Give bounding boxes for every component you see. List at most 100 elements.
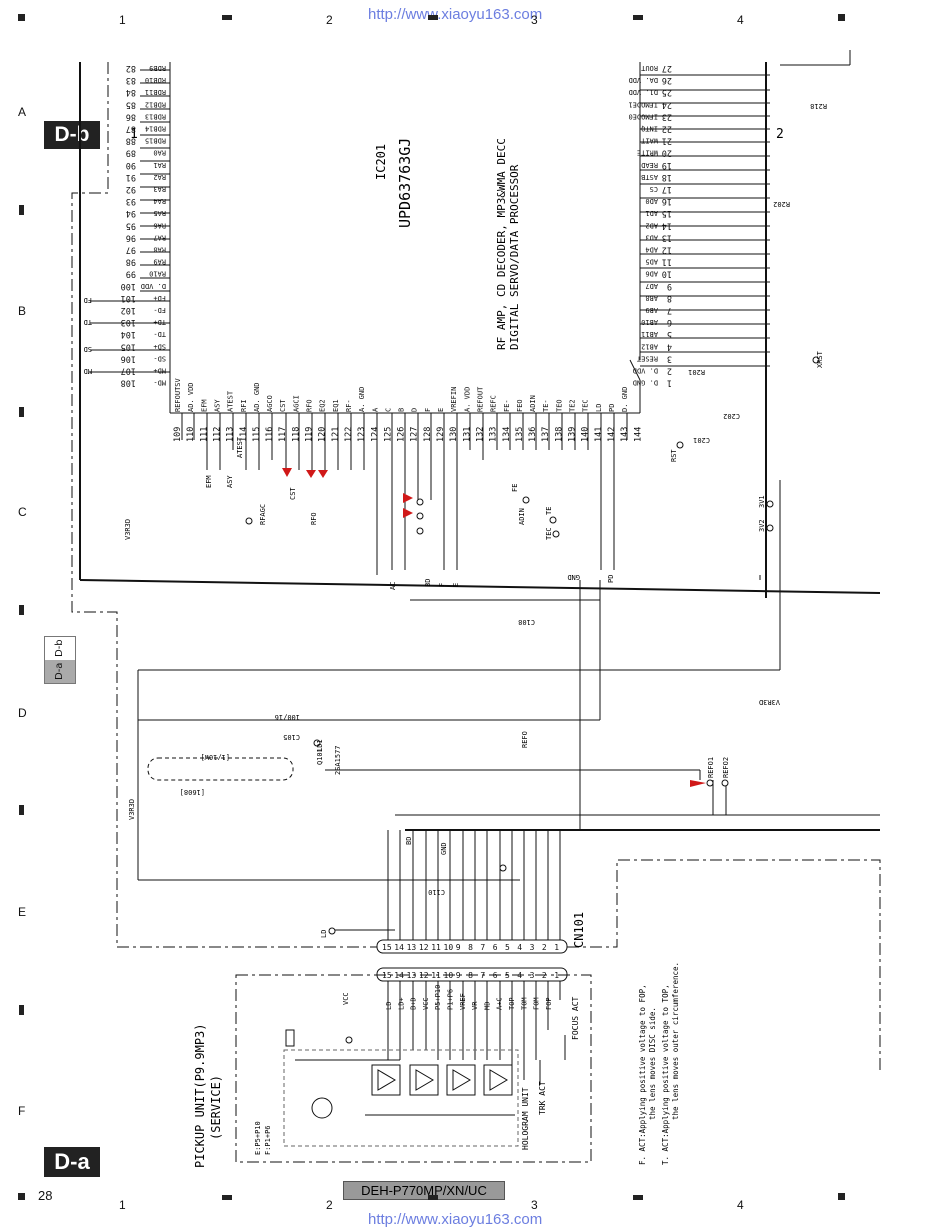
ic-bottom-pin-name: LD xyxy=(595,404,603,412)
cn101-pin-number: 7 xyxy=(480,971,485,980)
cn101-pin-number: 8 xyxy=(468,943,473,952)
label-3v1: 3V1 xyxy=(758,495,766,508)
ic-right-pin-name: D. GND xyxy=(633,379,658,387)
label-rfo: RFO xyxy=(310,512,318,525)
ic-right-pin-number: 8 xyxy=(667,293,672,303)
ic-right-pin-number: 18 xyxy=(662,172,672,182)
ic-bottom-pin-number: 139 xyxy=(568,427,578,442)
ic-right-pin-name: READ xyxy=(641,161,658,169)
pickup-legend-1: E:P5+P10 xyxy=(254,1121,262,1155)
header-url[interactable]: http://www.xiaoyu163.com xyxy=(368,6,543,23)
ic-left-pin-number: 106 xyxy=(121,353,136,363)
ic-bottom-pin-number: 112 xyxy=(212,427,222,442)
cn101-pin-number: 11 xyxy=(431,971,441,980)
ic-left-pin-number: 105 xyxy=(121,341,136,351)
dashed-outlines xyxy=(71,62,881,1163)
ic-bottom-pin-name: TEO xyxy=(555,399,563,412)
cn101-pin-number: 12 xyxy=(419,943,429,952)
ic-bottom-pin-number: 140 xyxy=(581,427,591,442)
ic-bottom-pin-stubs xyxy=(181,413,628,575)
label-q101: Q101 xyxy=(316,748,324,765)
ic-bottom-pin-name: ADIN xyxy=(529,395,537,412)
ic-right-pin-name: AD2 xyxy=(645,221,658,229)
ic-bottom-pin-number: 135 xyxy=(515,427,525,442)
ic-left-pin-name: RA8 xyxy=(153,246,166,254)
label-vcc: VCC xyxy=(342,992,350,1005)
test-points xyxy=(245,356,820,1044)
ic-bottom-pin-name: AD. GND xyxy=(253,382,261,412)
ic201-body xyxy=(169,62,641,414)
ic-bottom-pin-name: ATEST xyxy=(227,390,235,412)
hologram-outline xyxy=(283,1049,519,1147)
row-label: E xyxy=(18,905,27,919)
ic-bottom-pin-name: AGCI xyxy=(292,395,300,412)
label-ld1: LD1 xyxy=(316,739,324,752)
ic-bottom-pin-name: E xyxy=(437,408,445,412)
ic-right-pin-number: 17 xyxy=(662,184,672,194)
ic-bottom-pin-number: 121 xyxy=(331,427,341,442)
pickup-pin-name: MD xyxy=(483,1002,491,1010)
label-tec: TEC xyxy=(545,527,553,540)
ic-bottom-pin-name: EFM xyxy=(200,399,208,412)
ic-bottom-pin-name: RFO xyxy=(306,399,314,412)
label-f: F xyxy=(438,583,446,587)
label-refo: REFO xyxy=(521,731,529,748)
row-label: C xyxy=(18,505,27,519)
cn101-pin-number: 4 xyxy=(517,971,522,980)
ic-right-pin-stubs xyxy=(640,50,851,598)
label-adin: ADIN xyxy=(518,508,526,525)
cn101 xyxy=(376,830,568,1080)
label-ac: AC xyxy=(389,582,397,590)
ic-right-pin-number: 19 xyxy=(662,160,672,170)
tab-d-a[interactable]: D-a xyxy=(44,1147,100,1177)
ic-bottom-pin-number: 126 xyxy=(397,427,407,442)
ic-left-pin-name: RA2 xyxy=(153,173,166,181)
ic-right-pin-number: 5 xyxy=(667,329,672,339)
ic-right-pin-number: 26 xyxy=(662,75,672,85)
ic-left-pin-number: 84 xyxy=(126,87,136,97)
cn101-pin-number: 10 xyxy=(444,943,454,952)
ic-right-pin-name: WRITE xyxy=(637,149,658,157)
ic-right-pin-number: 13 xyxy=(662,232,672,242)
cn101-pin-number: 13 xyxy=(407,971,417,980)
ic-bottom-pin-number: 115 xyxy=(252,427,262,442)
cn101-pin-number: 2 xyxy=(542,971,547,980)
ic-part: UPD63763GJ xyxy=(396,138,414,228)
cn101-pin-number: 1 xyxy=(554,943,559,952)
row-label: B xyxy=(18,304,27,318)
ic-right-pin-number: 14 xyxy=(662,220,672,230)
ic-right-pin-name: INTQ xyxy=(641,125,658,133)
ic-left-pin-name: RA3 xyxy=(153,185,166,193)
ic-left-pin-name: RA10 xyxy=(149,270,166,278)
ic-bottom-pin-name: A. GND xyxy=(358,387,366,412)
frame-ticks xyxy=(18,14,845,1200)
ic-left-pin-name: RDB14 xyxy=(145,125,166,133)
cn101-pin-number: 9 xyxy=(456,943,461,952)
label-c108: C108 xyxy=(518,618,535,626)
ic-left-pin-number: 90 xyxy=(126,160,136,170)
main-wiring xyxy=(79,62,881,931)
ic-left-pin-number: 82 xyxy=(126,63,136,73)
label-3v2: 3V2 xyxy=(758,519,766,532)
ic-right-pin-name: AB10 xyxy=(641,318,658,326)
ic-bottom-pin-number: 116 xyxy=(265,427,275,442)
ic-ref: IC201 xyxy=(374,144,388,180)
red-test-markers xyxy=(282,468,706,787)
label-r1608: [1608] xyxy=(180,788,205,796)
ic-left-pin-name: RA4 xyxy=(153,197,166,205)
ic-bottom-pin-number: 113 xyxy=(226,427,236,442)
cn101-pin-number: 11 xyxy=(431,943,441,952)
label-xrst: XRST xyxy=(816,350,824,368)
label-c202: C202 xyxy=(723,412,740,420)
cn101-pin-number: 1 xyxy=(554,971,559,980)
note-line-1: F. ACT:Applying positive voltage to FOP, xyxy=(638,984,647,1165)
ic-bottom-pin-number: 120 xyxy=(318,427,328,442)
ic-right-pin-name: RESET xyxy=(636,354,658,362)
ic-bottom-pin-number: 125 xyxy=(383,427,393,442)
pickup-title: PICKUP UNIT(P9.9MP3) xyxy=(193,1024,207,1169)
footer-url[interactable]: http://www.xiaoyu163.com xyxy=(368,1211,543,1228)
ic-bottom-pin-number: 110 xyxy=(186,427,196,442)
ic-left-pin-name: SD- xyxy=(153,354,166,362)
note-line-3: T. ACT:Applying positive voltage to TOP, xyxy=(661,984,670,1165)
